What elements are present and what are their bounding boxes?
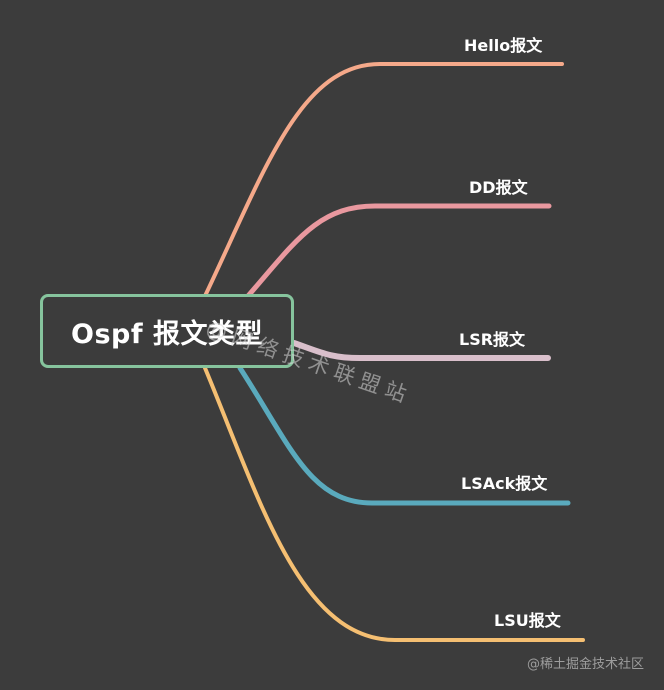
branch-label-lsu[interactable]: LSU报文 (494, 611, 561, 630)
root-topic-label: Ospf 报文类型 (71, 318, 263, 350)
watermark-corner: @稀土掘金技术社区 (526, 657, 644, 672)
root-topic[interactable]: Ospf 报文类型 (40, 294, 294, 368)
branch-label-hello[interactable]: Hello报文 (464, 36, 543, 55)
connector-dd (245, 203, 552, 299)
connector-lsr (291, 340, 551, 361)
connector-hello (203, 62, 564, 298)
branch-label-lsr[interactable]: LSR报文 (459, 330, 526, 349)
branch-label-lsack[interactable]: LSAck报文 (461, 474, 548, 493)
branch-label-dd[interactable]: DD报文 (469, 178, 528, 197)
connector-lsu (203, 366, 585, 642)
connector-lsack (237, 365, 571, 506)
